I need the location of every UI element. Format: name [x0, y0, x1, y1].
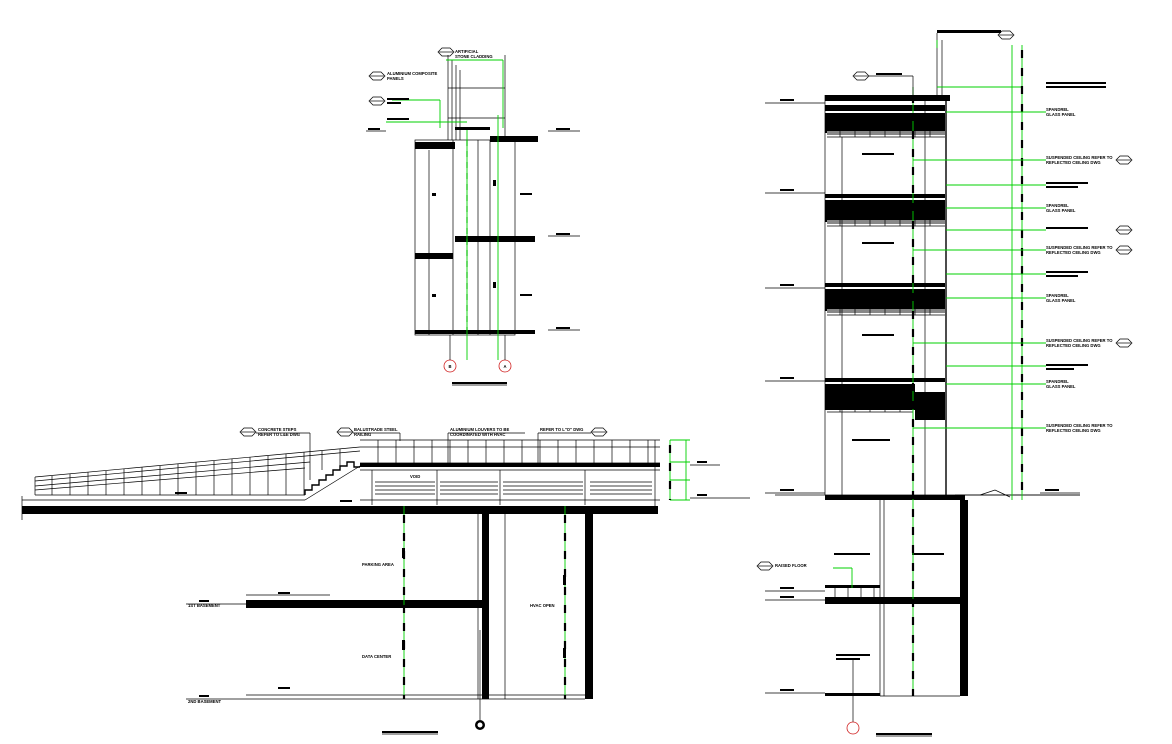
data-center-label: DATA CENTER — [362, 654, 391, 659]
grid-bubble-c — [846, 721, 860, 735]
raised-floor-label: RAISED FLOOR — [775, 563, 807, 568]
void-label: VOID — [410, 474, 420, 479]
section-b: 1ST BASEMENT 2ND BASEMENT PARKING AREA D… — [21, 427, 750, 735]
basement-1-label: 1ST BASEMENT — [188, 603, 221, 608]
grid-bubble-b-label: B — [448, 364, 451, 369]
parking-area-label: PARKING AREA — [362, 562, 394, 567]
grid-bubble-a-label: A — [503, 364, 506, 369]
louvers — [375, 481, 652, 495]
basement-2-label: 2ND BASEMENT — [188, 699, 221, 704]
balustrade-rails — [34, 461, 311, 491]
hvac-open-label: HVAC OPEN — [530, 603, 555, 608]
raised-floor-pedestals — [834, 588, 875, 597]
refer-to-label: REFER TO L"O" DWG — [540, 427, 583, 432]
